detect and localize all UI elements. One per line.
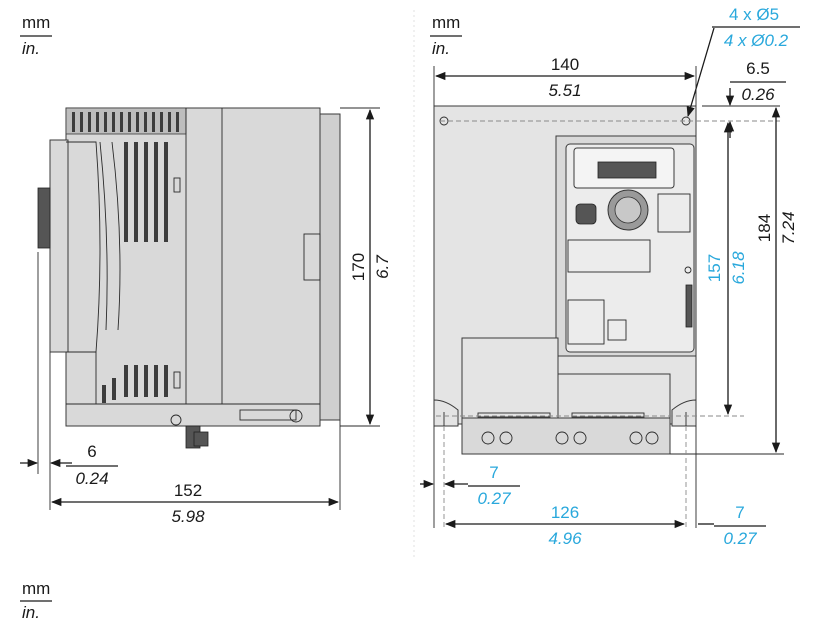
front-total-height-in: 7.24: [779, 211, 798, 244]
unit-legend-top-right: mm in.: [430, 13, 462, 58]
side-height-mm: 170: [349, 253, 368, 281]
front-vertical-spacing-mm: 157: [705, 254, 724, 282]
unit-legend-bottom-left: mm in.: [20, 579, 52, 622]
front-right-margin-mm: 7: [735, 503, 744, 522]
dim-front-vertical-spacing: 157 6.18: [436, 121, 748, 417]
side-view-drawing: [37, 107, 341, 449]
dim-front-left-margin: 7 0.27: [420, 426, 520, 528]
unit-legend-top-left: mm in.: [20, 13, 52, 58]
unit-in-label: in.: [22, 603, 40, 622]
dim-side-height: 170 6.7: [340, 107, 392, 427]
front-top-offset-mm: 6.5: [746, 59, 770, 78]
front-holes-mm: 4 x Ø5: [729, 5, 779, 24]
front-view-drawing: [433, 105, 697, 455]
dim-side-depth: 152 5.98: [50, 420, 341, 526]
front-horizontal-spacing-in: 4.96: [548, 529, 582, 548]
side-depth-mm: 152: [174, 481, 202, 500]
dim-front-horizontal-spacing: 126 4.96: [444, 426, 697, 548]
front-top-offset-in: 0.26: [741, 85, 775, 104]
unit-in-label: in.: [22, 39, 40, 58]
front-right-margin-in: 0.27: [723, 529, 757, 548]
front-left-margin-mm: 7: [489, 463, 498, 482]
front-horizontal-spacing-mm: 126: [551, 503, 579, 522]
front-width-in: 5.51: [548, 81, 581, 100]
dim-front-top-offset: 6.5 0.26: [440, 59, 786, 138]
dim-front-width: 140 5.51: [433, 55, 697, 106]
dim-side-offset: 6 0.24: [20, 252, 118, 510]
unit-mm-label: mm: [22, 13, 50, 32]
side-offset-in: 0.24: [75, 469, 108, 488]
side-offset-mm: 6: [87, 442, 96, 461]
front-holes-in: 4 x Ø0.2: [724, 31, 789, 50]
side-depth-in: 5.98: [171, 507, 205, 526]
unit-mm-label: mm: [22, 579, 50, 598]
dim-front-holes: 4 x Ø5 4 x Ø0.2: [686, 5, 800, 117]
side-height-in: 6.7: [373, 255, 392, 279]
front-width-mm: 140: [551, 55, 579, 74]
unit-in-label: in.: [432, 39, 450, 58]
front-vertical-spacing-in: 6.18: [729, 251, 748, 285]
front-total-height-mm: 184: [755, 214, 774, 242]
front-left-margin-in: 0.27: [477, 489, 511, 508]
dim-front-total-height: 184 7.24: [670, 106, 798, 455]
unit-mm-label: mm: [432, 13, 460, 32]
dim-front-right-margin: 7 0.27: [698, 503, 766, 548]
